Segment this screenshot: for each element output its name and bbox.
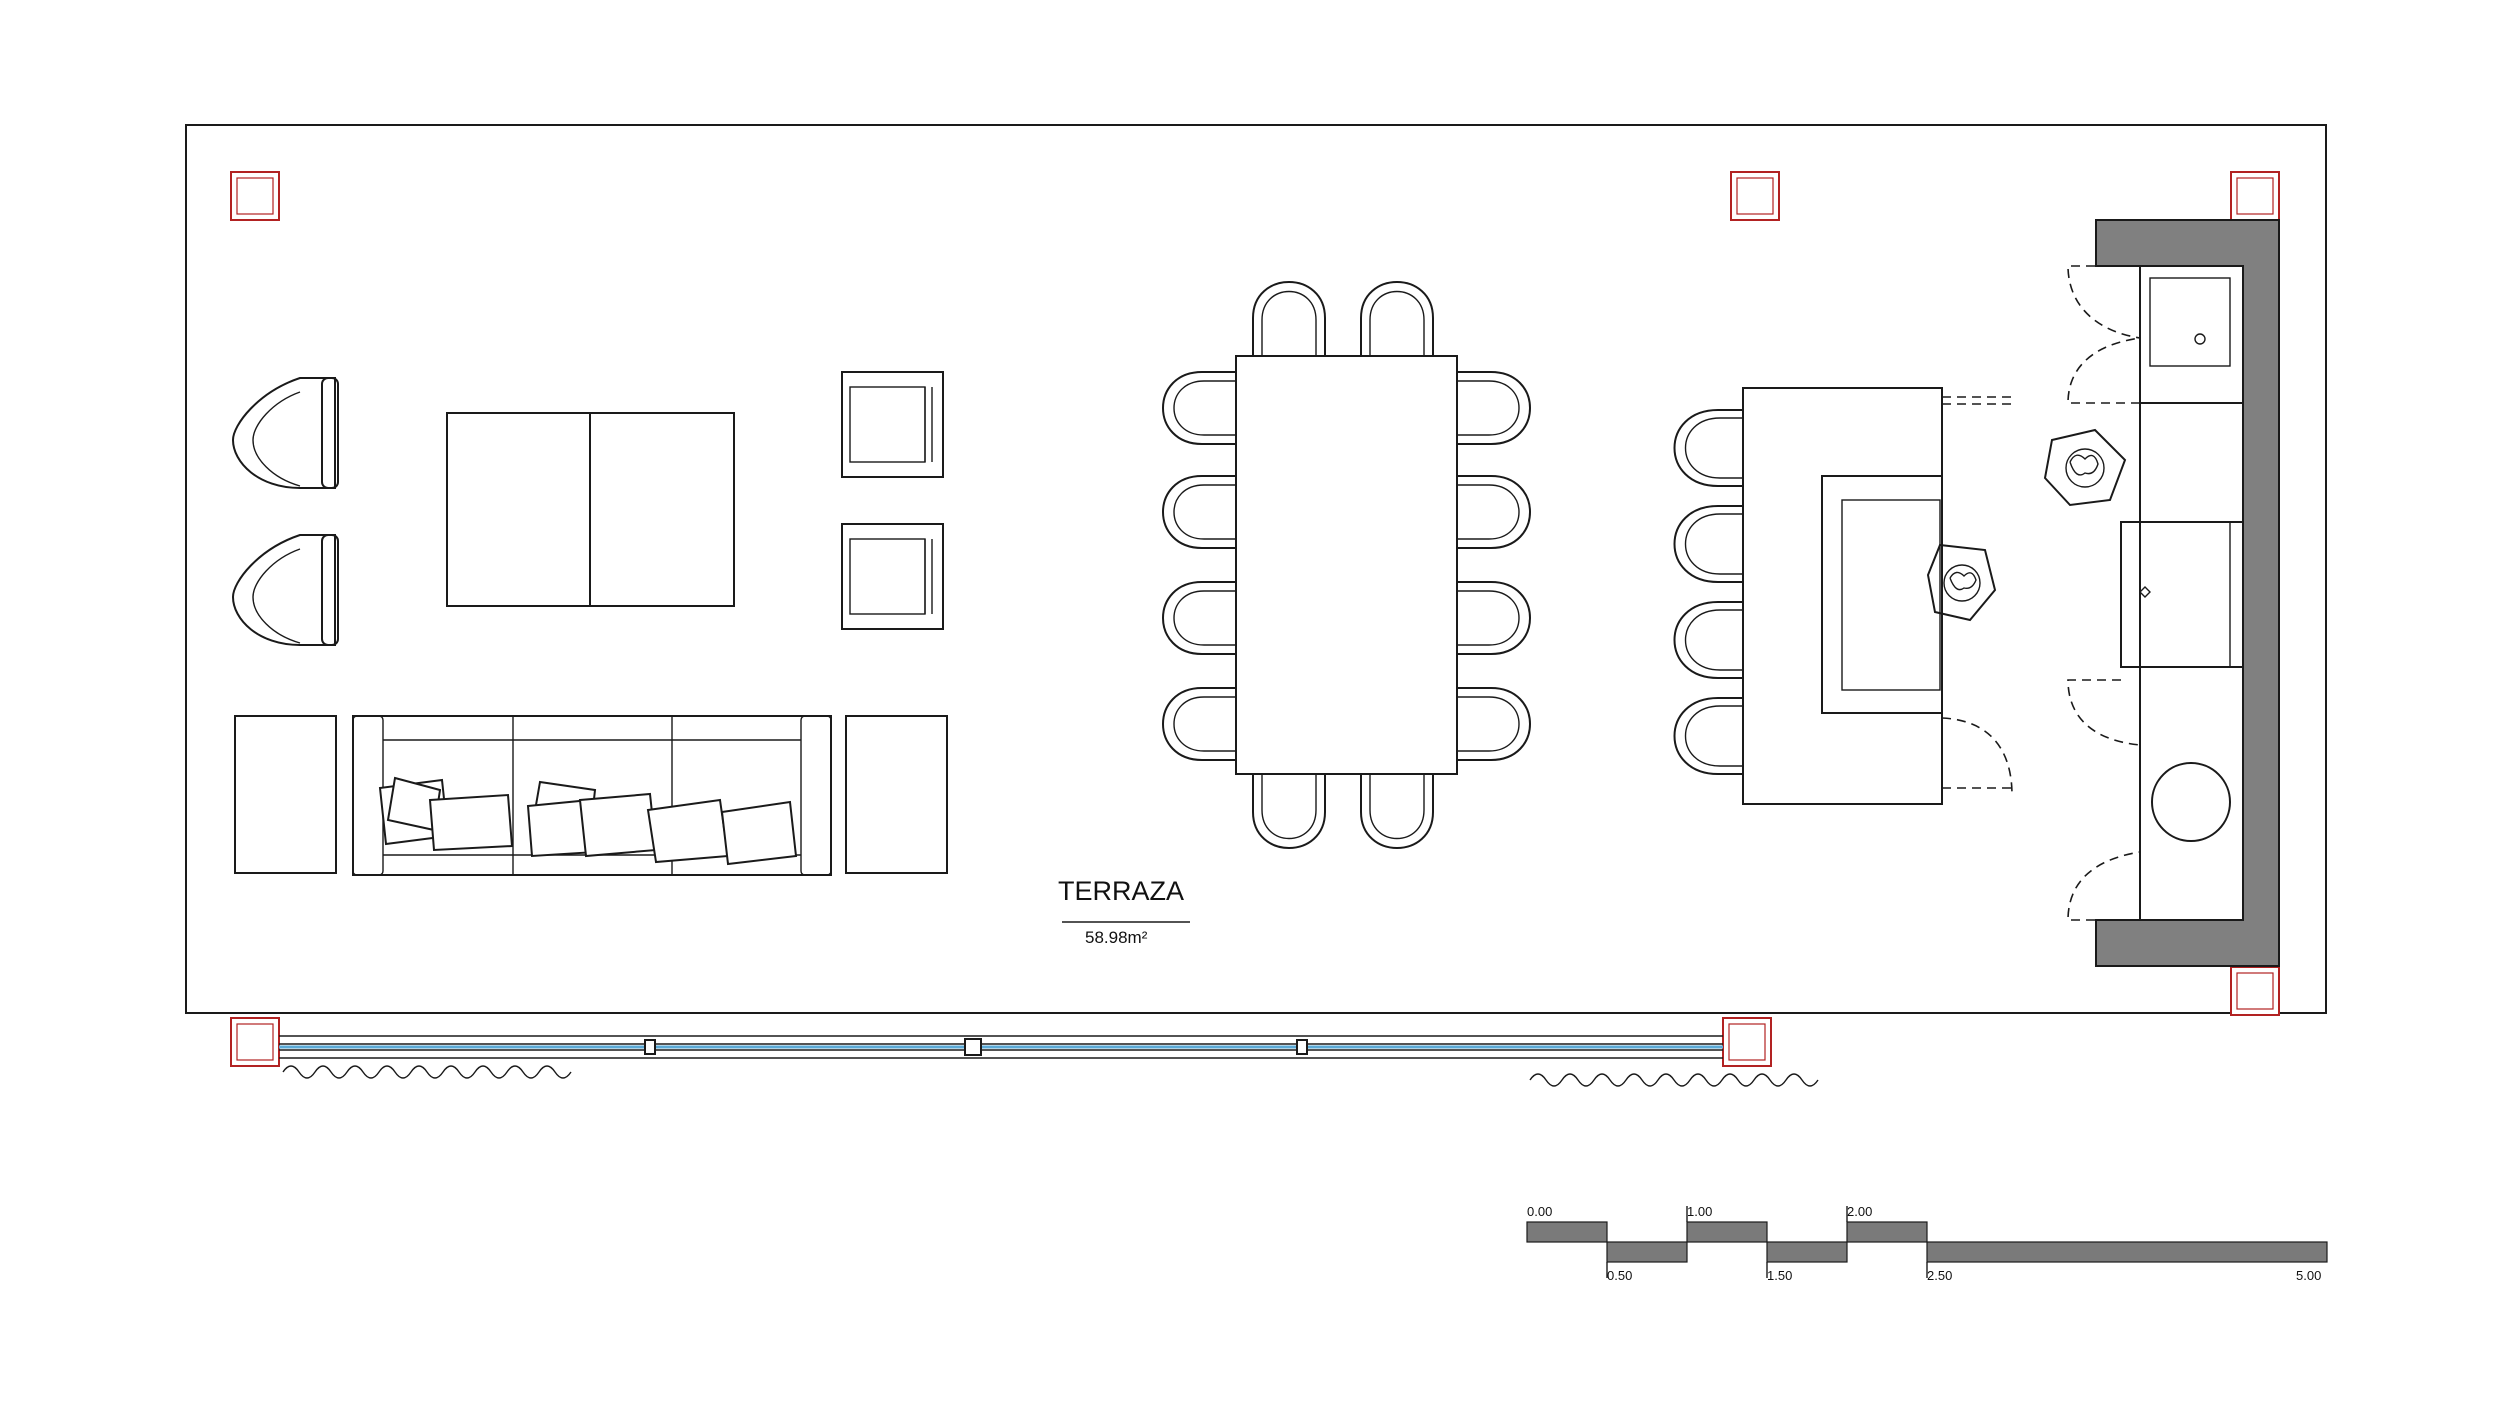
lounge-chair bbox=[231, 377, 339, 489]
room-area-label: 58.98m² bbox=[1085, 928, 1148, 947]
column bbox=[236, 1023, 274, 1061]
scale-label: 1.50 bbox=[1767, 1268, 1792, 1283]
sliding-glass-doors bbox=[279, 1035, 1723, 1059]
scale-segment bbox=[1766, 1241, 1848, 1263]
scale-label: 0.50 bbox=[1607, 1268, 1632, 1283]
scale-segment bbox=[1846, 1221, 1928, 1243]
dining-chair-right bbox=[1457, 371, 1531, 445]
scale-segment bbox=[1526, 1221, 1608, 1243]
scale-segment bbox=[1606, 1241, 1688, 1263]
column bbox=[230, 171, 280, 221]
dining-chair-right bbox=[1457, 687, 1531, 761]
bar-stool bbox=[1673, 697, 1743, 775]
coffee-table bbox=[446, 412, 735, 607]
scale-label: 1.00 bbox=[1687, 1204, 1712, 1219]
terrace-outline bbox=[185, 124, 2327, 1014]
dining-chair-bottom bbox=[1356, 773, 1438, 849]
structural-columns bbox=[230, 171, 2280, 1067]
sofa-cushions bbox=[378, 776, 798, 866]
dining-chair-top bbox=[1248, 281, 1330, 357]
kitchen-sink bbox=[2139, 265, 2244, 404]
dining-chair-left bbox=[1162, 581, 1236, 655]
scale-segment bbox=[1926, 1241, 2328, 1263]
scale-segment bbox=[1686, 1221, 1768, 1243]
dining-chair-left bbox=[1162, 687, 1236, 761]
dining-chair-right bbox=[1457, 475, 1531, 549]
column bbox=[1728, 1023, 1766, 1061]
kitchen-island bbox=[1742, 387, 2016, 805]
scale-label: 2.50 bbox=[1927, 1268, 1952, 1283]
cabinet-door-swings bbox=[2067, 265, 2141, 921]
person-figure bbox=[2043, 428, 2127, 507]
armchair bbox=[841, 371, 944, 478]
kitchen-appliance bbox=[2120, 521, 2244, 668]
column bbox=[230, 1017, 280, 1067]
column bbox=[2230, 966, 2280, 1016]
scale-label: 5.00 bbox=[2296, 1268, 2321, 1283]
dining-table bbox=[1235, 355, 1458, 775]
side-table bbox=[845, 715, 948, 874]
column bbox=[2230, 171, 2280, 221]
column bbox=[2236, 177, 2274, 215]
dining-chair-top bbox=[1356, 281, 1438, 357]
scale-bar: 0.00 1.00 2.00 0.50 1.50 2.50 5.00 bbox=[1526, 1204, 2328, 1283]
column bbox=[236, 177, 274, 215]
scale-label: 2.00 bbox=[1847, 1204, 1872, 1219]
round-appliance bbox=[2151, 762, 2231, 842]
column bbox=[1736, 177, 1774, 215]
bar-stool bbox=[1673, 601, 1743, 679]
lounge-chair bbox=[231, 534, 339, 646]
curtain-right bbox=[1529, 1073, 1819, 1087]
dining-chair-left bbox=[1162, 475, 1236, 549]
kitchen-counter bbox=[2095, 219, 2280, 967]
dining-chair-left bbox=[1162, 368, 1237, 448]
room-name-label: TERRAZA bbox=[1058, 876, 1184, 906]
column bbox=[1730, 171, 1780, 221]
armchair bbox=[841, 523, 944, 630]
column bbox=[1722, 1017, 1772, 1067]
bar-stool bbox=[1673, 505, 1743, 583]
scale-label: 0.00 bbox=[1527, 1204, 1552, 1219]
curtain-left bbox=[282, 1065, 572, 1079]
person-figure bbox=[1926, 543, 1997, 622]
column bbox=[2236, 972, 2274, 1010]
bar-stool bbox=[1673, 409, 1743, 487]
dining-chair-bottom bbox=[1248, 773, 1330, 849]
side-table bbox=[234, 715, 337, 874]
dining-chair-right bbox=[1457, 581, 1531, 655]
